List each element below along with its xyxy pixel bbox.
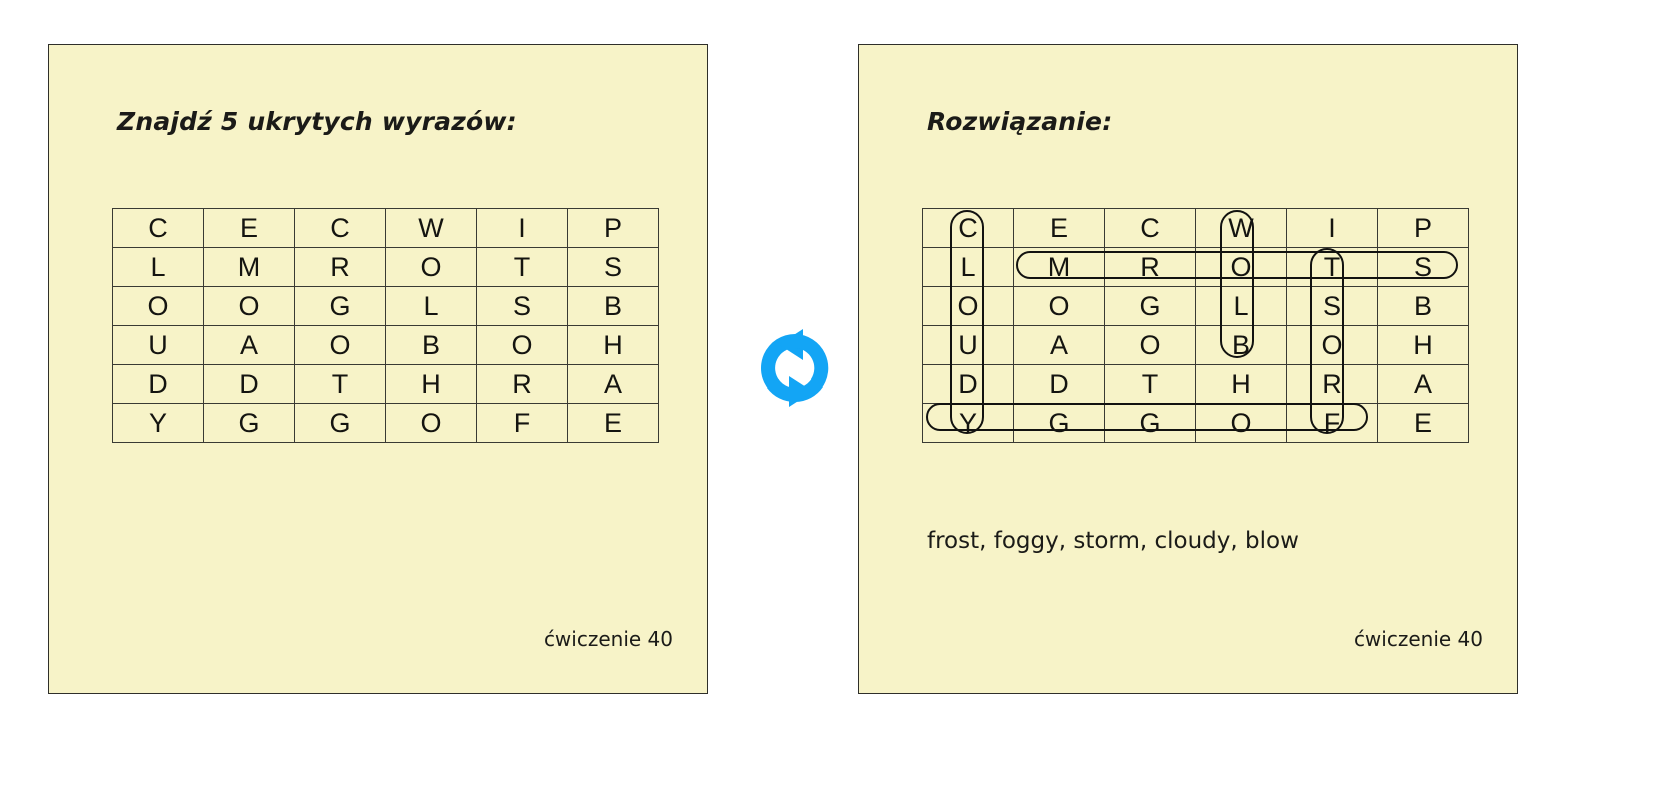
grid-cell: T: [1286, 247, 1378, 287]
grid-cell: T: [294, 364, 386, 404]
grid-cell: H: [1377, 325, 1469, 365]
grid-cell: F: [476, 403, 568, 443]
grid-cell: G: [1104, 286, 1196, 326]
page-title: Znajdź 5 ukrytych wyrazów:: [117, 107, 517, 136]
grid-cell: D: [1013, 364, 1105, 404]
grid-cell: R: [1104, 247, 1196, 287]
grid-cell: L: [112, 247, 204, 287]
grid-cell: U: [922, 325, 1014, 365]
exercise-footer: ćwiczenie 40: [543, 627, 673, 651]
grid-cell: H: [385, 364, 477, 404]
grid-cell: Y: [112, 403, 204, 443]
grid-cell: E: [567, 403, 659, 443]
grid-cell: D: [203, 364, 295, 404]
grid-cell: S: [567, 247, 659, 287]
grid-cell: O: [385, 403, 477, 443]
grid-cell: A: [1377, 364, 1469, 404]
grid-cell: P: [1377, 208, 1469, 248]
grid-cell: C: [294, 208, 386, 248]
grid-cell: O: [1195, 403, 1287, 443]
grid-cell: A: [203, 325, 295, 365]
grid-cell: P: [567, 208, 659, 248]
grid-cell: O: [203, 286, 295, 326]
grid-cell: O: [476, 325, 568, 365]
answer-words: frost, foggy, storm, cloudy, blow: [927, 528, 1299, 554]
grid-cell: O: [294, 325, 386, 365]
grid-cell: O: [1195, 247, 1287, 287]
grid-cell: O: [1286, 325, 1378, 365]
grid-cell: E: [1377, 403, 1469, 443]
grid-cell: G: [294, 286, 386, 326]
grid-cell: G: [294, 403, 386, 443]
grid-cell: C: [112, 208, 204, 248]
grid-cell: S: [476, 286, 568, 326]
refresh-sync-icon: [745, 318, 845, 418]
grid-cell: U: [112, 325, 204, 365]
grid-cell: A: [1013, 325, 1105, 365]
grid-cell: S: [1377, 247, 1469, 287]
grid-cell: S: [1286, 286, 1378, 326]
grid-cell: L: [1195, 286, 1287, 326]
grid-cell: R: [476, 364, 568, 404]
grid-cell: O: [385, 247, 477, 287]
grid-cell: O: [1013, 286, 1105, 326]
grid-cell: B: [1195, 325, 1287, 365]
grid-cell: O: [112, 286, 204, 326]
grid-cell: B: [385, 325, 477, 365]
grid-cell: F: [1286, 403, 1378, 443]
grid-cell: B: [567, 286, 659, 326]
grid-cell: L: [385, 286, 477, 326]
grid-cell: W: [385, 208, 477, 248]
grid-cell: A: [567, 364, 659, 404]
grid-cell: D: [112, 364, 204, 404]
exercise-footer-solution: ćwiczenie 40: [1353, 627, 1483, 651]
grid-cell: O: [1104, 325, 1196, 365]
grid-cell: W: [1195, 208, 1287, 248]
grid-cell: R: [294, 247, 386, 287]
grid-cell: C: [1104, 208, 1196, 248]
grid-cell: I: [476, 208, 568, 248]
grid-cell: G: [1104, 403, 1196, 443]
grid-cell: B: [1377, 286, 1469, 326]
grid-cell: C: [922, 208, 1014, 248]
grid-cell: E: [203, 208, 295, 248]
grid-cell: R: [1286, 364, 1378, 404]
grid-cell: D: [922, 364, 1014, 404]
grid-cell: H: [567, 325, 659, 365]
grid-cell: T: [476, 247, 568, 287]
grid-cell: T: [1104, 364, 1196, 404]
grid-cell: Y: [922, 403, 1014, 443]
grid-cell: M: [203, 247, 295, 287]
grid-cell: O: [922, 286, 1014, 326]
grid-cell: G: [1013, 403, 1105, 443]
grid-cell: L: [922, 247, 1014, 287]
grid-cell: H: [1195, 364, 1287, 404]
solution-title: Rozwiązanie:: [927, 107, 1113, 136]
grid-cell: I: [1286, 208, 1378, 248]
grid-cell: M: [1013, 247, 1105, 287]
grid-cell: G: [203, 403, 295, 443]
grid-cell: E: [1013, 208, 1105, 248]
